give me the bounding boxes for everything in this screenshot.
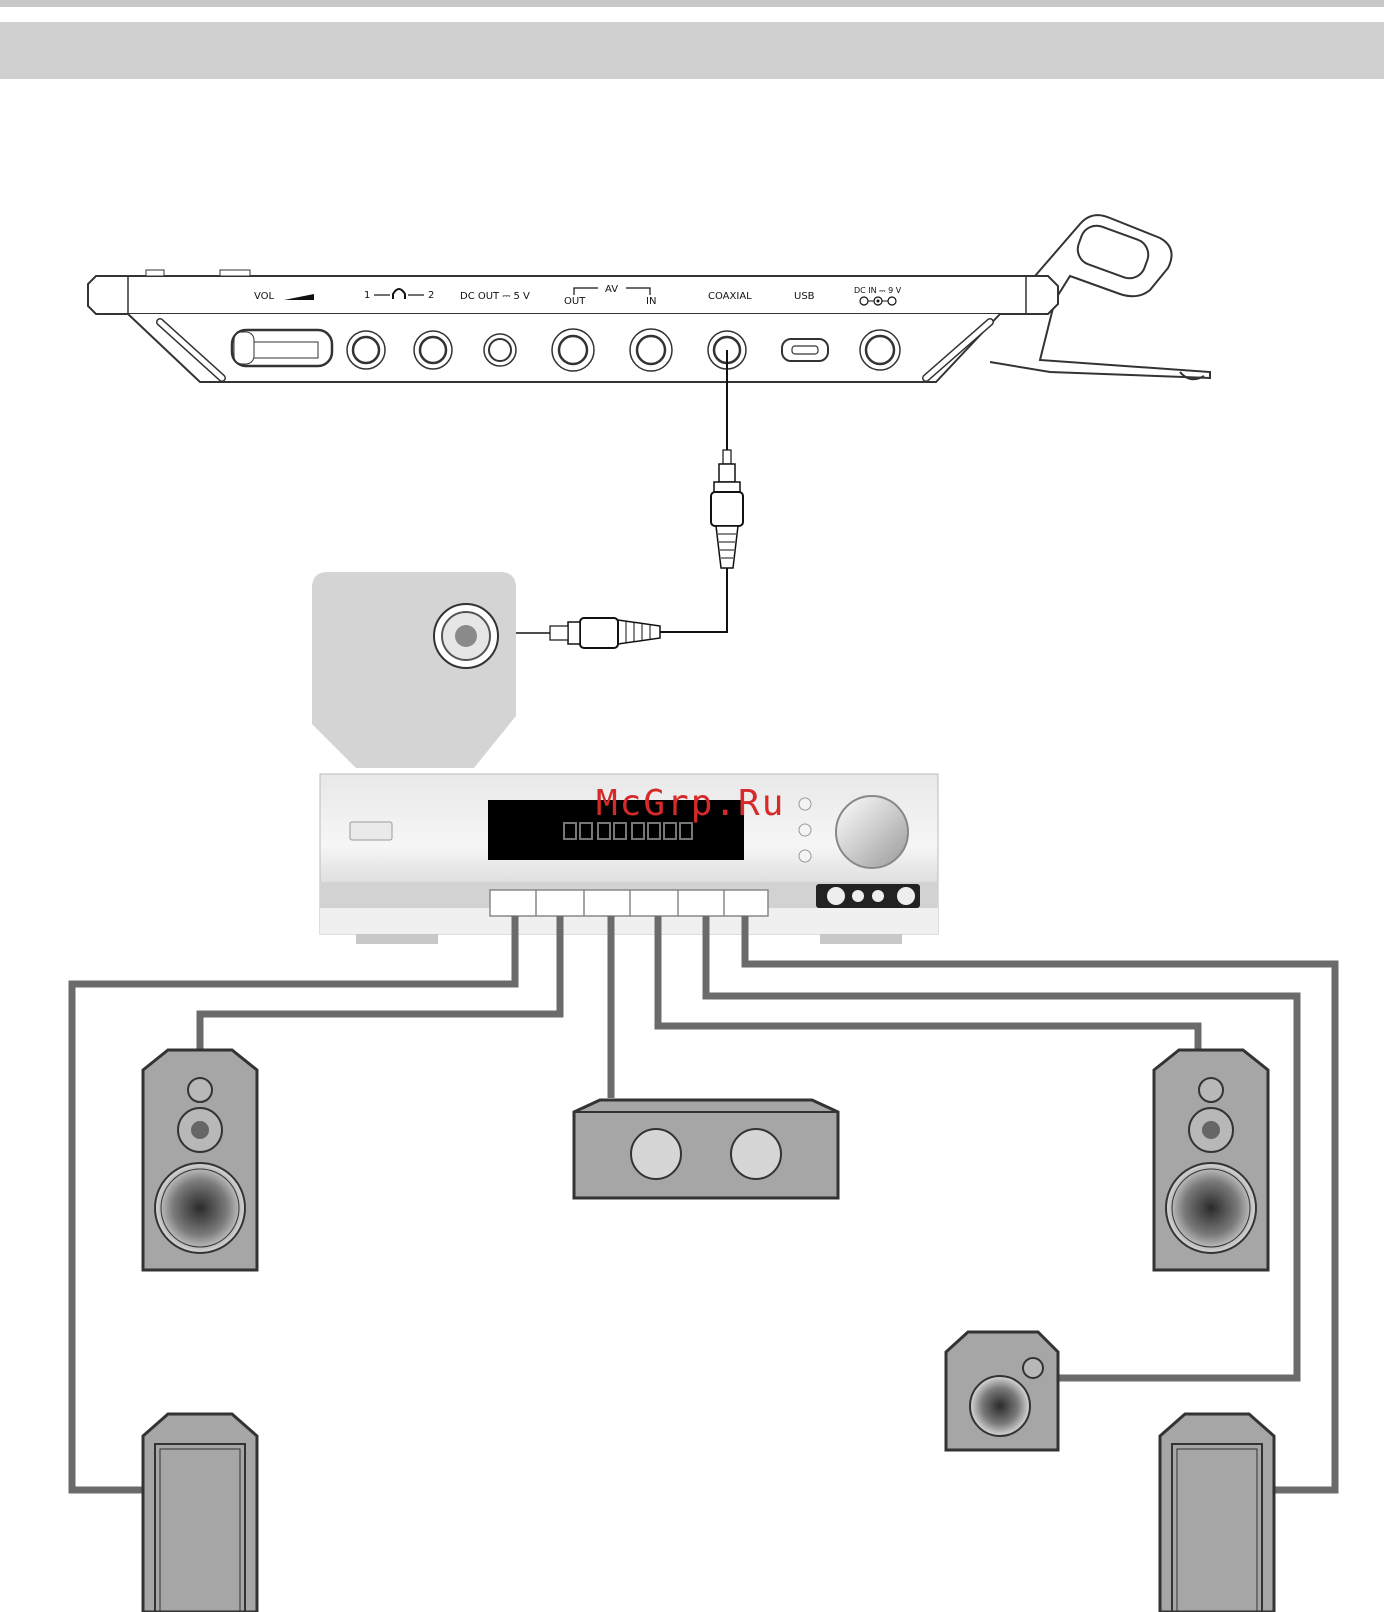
headphone-jack-1: [347, 331, 385, 369]
top-rule: [0, 0, 1384, 7]
av-out-label: OUT: [564, 296, 586, 307]
headphone-jack-2: [414, 331, 452, 369]
coaxial-label: COAXIAL: [708, 291, 752, 302]
card-slot: [232, 330, 332, 366]
headphone-2-label: 2: [428, 290, 434, 301]
dc-in-label: DC IN ⎓ 9 V: [854, 286, 902, 295]
receiver-coaxial-input-callout: [312, 572, 516, 768]
volume-knob: [836, 796, 908, 868]
dc-out-jack: [484, 334, 516, 366]
subwoofer: [946, 1332, 1058, 1450]
av-label: AV: [605, 284, 618, 295]
dc-in-jack: [860, 330, 900, 370]
rear-left-speaker: [143, 1414, 257, 1612]
rear-right-speaker: [1160, 1414, 1274, 1612]
vol-label: VOL: [254, 291, 275, 302]
watermark: McGrp.Ru: [596, 783, 785, 824]
indicator-led-2: [799, 824, 811, 836]
dc-out-label: DC OUT ⎓ 5 V: [460, 291, 530, 302]
av-in-label: IN: [646, 296, 656, 307]
speaker-wires: [72, 916, 1335, 1490]
dvd-player-side-panel: VOL 1 2 DC OUT ⎓ 5 V AV OUT IN COAXIAL U…: [88, 215, 1210, 382]
header-bar: [0, 22, 1384, 79]
indicator-led-1: [799, 798, 811, 810]
av-out-jack: [552, 329, 594, 371]
av-in-jack: [630, 329, 672, 371]
usb-label: USB: [794, 291, 815, 302]
speaker-terminal-strip: [490, 890, 768, 916]
center-speaker: [574, 1100, 838, 1198]
headphone-1-label: 1: [364, 290, 370, 301]
front-left-speaker: [143, 1050, 257, 1270]
indicator-led-3: [799, 850, 811, 862]
front-right-speaker: [1154, 1050, 1268, 1270]
usb-port: [782, 339, 828, 361]
